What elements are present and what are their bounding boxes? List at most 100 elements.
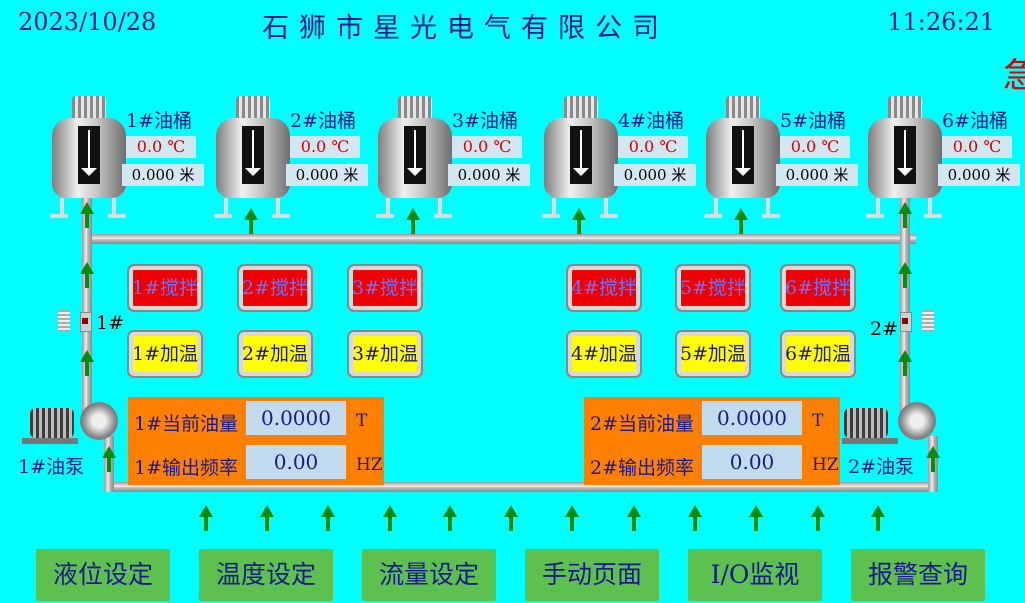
freq-field[interactable]: 0.00 [246, 445, 346, 479]
flow-arrow-icon [688, 505, 702, 535]
tank-foot [272, 214, 290, 218]
tank-foot [376, 214, 394, 218]
valve-label: 2# [870, 318, 899, 340]
flow-arrow-icon [871, 505, 885, 535]
stir-button-2[interactable]: 2#搅拌 [237, 264, 313, 312]
temperature-settings-button[interactable]: 温度设定 [199, 549, 333, 601]
oil-tank-1[interactable]: 1#油桶 0.0 ℃ 0.000 米 [50, 96, 204, 231]
time-display: 11:26:21 [887, 8, 995, 36]
manual-page-button[interactable]: 手动页面 [525, 549, 659, 601]
stir-button-6[interactable]: 6#搅拌 [780, 264, 856, 312]
flow-arrow-icon [199, 505, 213, 535]
tank-level: 0.000 米 [938, 164, 1020, 186]
date-display: 2023/10/28 [18, 8, 157, 36]
oil-amount-field[interactable]: 0.0000 [702, 401, 802, 435]
flow-settings-button[interactable]: 流量设定 [362, 549, 496, 601]
pump-panel-2: 2#当前油量 0.0000 T 2#输出频率 0.00 HZ [584, 397, 840, 485]
valve-label: 1# [96, 312, 125, 334]
oil-amount-label: 2#当前油量 [590, 413, 695, 435]
pump-motor-icon [30, 408, 74, 438]
oil-tank-4[interactable]: 4#油桶 0.0 ℃ 0.000 米 [542, 96, 696, 231]
freq-unit: HZ [356, 455, 383, 475]
tank-name: 5#油桶 [780, 110, 847, 132]
freq-label: 2#输出频率 [590, 457, 695, 479]
level-settings-button[interactable]: 液位设定 [36, 549, 170, 601]
flow-arrow-icon [898, 202, 912, 228]
tank-temperature: 0.0 ℃ [290, 136, 360, 158]
tank-level: 0.000 米 [448, 164, 530, 186]
left-riser-pipe [82, 196, 92, 418]
agitator-motor-icon [72, 96, 106, 120]
heat-button-1[interactable]: 1#加温 [127, 330, 203, 378]
tank-level: 0.000 米 [776, 164, 858, 186]
valve-handle-icon [922, 310, 934, 332]
oil-pump-2[interactable] [842, 398, 942, 454]
pump-base-icon [842, 438, 898, 444]
tank-foot [704, 214, 722, 218]
tank-foot [434, 214, 452, 218]
heat-button-4[interactable]: 4#加温 [566, 330, 642, 378]
pump-panel-1: 1#当前油量 0.0000 T 1#输出频率 0.00 HZ [128, 397, 384, 485]
company-title: 石狮市星光电气有限公司 [262, 13, 669, 44]
freq-field[interactable]: 0.00 [702, 445, 802, 479]
tank-name: 1#油桶 [126, 110, 193, 132]
oil-amount-field[interactable]: 0.0000 [246, 401, 346, 435]
flow-arrow-icon [80, 262, 94, 288]
flow-arrow-icon [102, 446, 116, 472]
heat-button-5[interactable]: 5#加温 [675, 330, 751, 378]
valve-2[interactable] [892, 306, 934, 336]
stir-button-1[interactable]: 1#搅拌 [127, 264, 203, 312]
freq-label: 1#输出频率 [134, 457, 239, 479]
heat-button-3[interactable]: 3#加温 [347, 330, 423, 378]
tank-name: 4#油桶 [618, 110, 685, 132]
agitator-motor-icon [236, 96, 270, 120]
top-manifold-pipe [86, 234, 916, 244]
tank-leg [766, 198, 770, 216]
flow-arrow-icon [898, 350, 912, 376]
oil-tank-3[interactable]: 3#油桶 0.0 ℃ 0.000 米 [376, 96, 530, 231]
mixer-icon [732, 126, 754, 184]
tank-leg [224, 198, 228, 216]
agitator-motor-icon [398, 96, 432, 120]
valve-status-icon [82, 318, 88, 324]
tank-temperature: 0.0 ℃ [126, 136, 196, 158]
agitator-motor-icon [564, 96, 598, 120]
io-monitor-button[interactable]: I/O监视 [688, 549, 822, 601]
stir-button-3[interactable]: 3#搅拌 [347, 264, 423, 312]
heat-button-2[interactable]: 2#加温 [237, 330, 313, 378]
stir-button-4[interactable]: 4#搅拌 [566, 264, 642, 312]
tank-leg [276, 198, 280, 216]
tank-leg [876, 198, 880, 216]
bottom-manifold-pipe [104, 482, 938, 492]
valve-handle-icon [58, 310, 70, 332]
flow-arrow-icon [80, 350, 94, 376]
oil-tank-2[interactable]: 2#油桶 0.0 ℃ 0.000 米 [214, 96, 368, 231]
tank-leg [60, 198, 64, 216]
emergency-label[interactable]: 急 [1003, 56, 1025, 96]
freq-unit: HZ [812, 455, 839, 475]
tank-name: 3#油桶 [452, 110, 519, 132]
tank-foot [866, 214, 884, 218]
mixer-icon [894, 126, 916, 184]
flow-arrow-icon [406, 208, 420, 234]
tank-temperature: 0.0 ℃ [618, 136, 688, 158]
valve-1[interactable] [58, 306, 98, 336]
flow-arrow-icon [443, 505, 457, 535]
flow-arrow-icon [260, 505, 274, 535]
tank-leg [438, 198, 442, 216]
alarm-query-button[interactable]: 报警查询 [851, 549, 985, 601]
tank-leg [928, 198, 932, 216]
stir-button-5[interactable]: 5#搅拌 [675, 264, 751, 312]
flow-arrow-icon [80, 202, 94, 228]
oil-tank-6[interactable]: 6#油桶 0.0 ℃ 0.000 米 [866, 96, 1020, 231]
flow-arrow-icon [504, 505, 518, 535]
mixer-icon [78, 126, 100, 184]
flow-arrow-icon [244, 208, 258, 234]
oil-pump-1[interactable] [22, 398, 122, 454]
tank-level: 0.000 米 [614, 164, 696, 186]
tank-foot [214, 214, 232, 218]
oil-tank-5[interactable]: 5#油桶 0.0 ℃ 0.000 米 [704, 96, 858, 231]
heat-button-6[interactable]: 6#加温 [780, 330, 856, 378]
tank-temperature: 0.0 ℃ [452, 136, 522, 158]
tank-foot [762, 214, 780, 218]
